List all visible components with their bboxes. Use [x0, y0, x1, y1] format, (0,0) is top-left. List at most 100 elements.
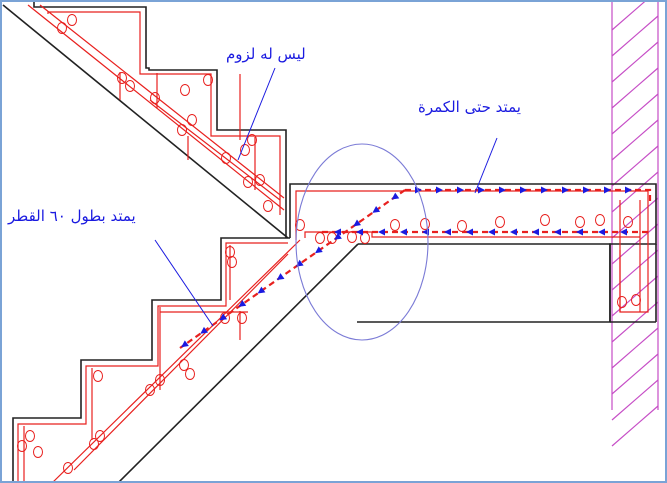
landing-outline — [289, 183, 657, 323]
arrow-head-icon — [181, 340, 189, 348]
arrow-head-icon — [598, 228, 605, 236]
upper-flight-rebar — [27, 4, 285, 215]
wall-hatch-lines — [611, 0, 659, 447]
leader-extends-60d — [154, 239, 214, 327]
wall-hatch-line — [611, 171, 659, 213]
arrow-head-icon — [353, 219, 361, 227]
bar-section-marker — [185, 368, 195, 380]
bar-section-marker — [315, 232, 325, 244]
wall-hatch-line — [611, 41, 659, 83]
upper-main-bar-2 — [39, 4, 285, 199]
bar-section-marker — [180, 84, 190, 96]
bar-section-marker — [240, 144, 250, 156]
arrow-head-icon — [499, 186, 506, 194]
arrow-head-icon — [436, 186, 443, 194]
bar-section-marker — [575, 216, 585, 228]
bar-section-marker — [63, 462, 73, 474]
arrow-head-icon — [276, 273, 285, 281]
wall-hatch-line — [611, 0, 648, 31]
landing-slab-outline — [289, 183, 657, 323]
label-leaders — [154, 67, 498, 327]
continued-bar — [179, 189, 406, 349]
bar-section-marker — [595, 214, 605, 226]
wall-hatch-line — [611, 327, 659, 369]
arrow-head-icon — [478, 186, 485, 194]
bar-section-marker — [25, 430, 35, 442]
arrow-head-icon — [356, 228, 363, 236]
bar-section-marker — [617, 296, 627, 308]
bar-section-marker — [631, 294, 641, 306]
bar-section-marker — [347, 231, 357, 243]
bar-section-marker — [220, 312, 230, 324]
label-extends-60-diameter: يمتد بطول ٦٠ القطر — [8, 207, 136, 225]
continued-bar — [405, 188, 652, 205]
upper-main-bar-3 — [149, 99, 281, 201]
bar-section-marker — [263, 200, 273, 212]
upper-flight-outline — [2, 2, 289, 239]
arrow-head-icon — [391, 192, 400, 200]
wall-hatch-line — [611, 145, 659, 187]
bar-section-marker — [67, 14, 77, 26]
bar-section-marker — [155, 374, 165, 386]
arrow-head-icon — [219, 313, 228, 321]
arrow-head-icon — [541, 186, 548, 194]
upper-step-bar — [47, 11, 281, 215]
label-extends-to-beam: يمتد حتى الكمرة — [418, 98, 521, 116]
bar-section-marker — [125, 80, 135, 92]
arrow-head-icon — [576, 228, 583, 236]
arrow-head-icon — [620, 228, 627, 236]
bar-section-marker — [93, 370, 103, 382]
arrow-head-icon — [334, 232, 342, 240]
bar-section-marker — [17, 440, 27, 452]
leader-extends-beam — [474, 137, 498, 194]
bar-section-marker — [457, 220, 467, 232]
detail-circle — [295, 143, 429, 341]
lower-flight-steps — [12, 237, 290, 483]
bar-section-marker — [145, 384, 155, 396]
bar-section-marker — [177, 124, 187, 136]
upper-main-bar-1 — [27, 4, 285, 211]
bar-section-marker — [179, 359, 189, 371]
bar-section-marker — [243, 176, 253, 188]
arrow-head-icon — [378, 228, 385, 236]
bar-section-marker — [247, 134, 257, 146]
bar-section-marker — [150, 92, 160, 104]
lower-main-bar-1 — [51, 239, 301, 483]
arrow-head-icon — [457, 186, 464, 194]
wall-hatch-line — [611, 249, 659, 291]
bar-section-marker — [495, 216, 505, 228]
bar-section-marker — [540, 214, 550, 226]
arrow-head-icon — [583, 186, 590, 194]
bar-section-marker — [95, 430, 105, 442]
arrow-head-icon — [554, 228, 561, 236]
arrow-head-icon — [238, 300, 247, 307]
arrow-head-icon — [488, 228, 495, 236]
arrow-head-icon — [257, 286, 266, 294]
wall-hatch-line — [611, 353, 659, 395]
lower-main-bar-2 — [73, 253, 289, 471]
wall-hatch-line — [611, 119, 659, 161]
lower-flight-soffit — [117, 243, 359, 483]
bar-section-marker — [221, 152, 231, 164]
arrow-head-icon — [200, 326, 208, 334]
arrow-head-icon — [604, 186, 611, 194]
wall-hatch-line — [611, 405, 659, 447]
bar-section-marker — [33, 446, 43, 458]
upper-flight-steps — [33, 2, 287, 238]
wall-hatch — [611, 0, 659, 447]
bar-section-marker — [117, 72, 127, 84]
bar-section-marker — [295, 219, 305, 231]
bar-section-markers — [17, 14, 641, 474]
arrow-head-icon — [444, 228, 451, 236]
bar-section-marker — [420, 218, 430, 230]
bar-section-marker — [203, 74, 213, 86]
wall-hatch-line — [611, 93, 659, 135]
arrow-head-icon — [562, 186, 569, 194]
upper-flight-soffit — [2, 4, 289, 239]
bar-section-marker — [89, 438, 99, 450]
arrow-head-icon — [372, 206, 381, 213]
landing-top-bar — [295, 190, 649, 313]
